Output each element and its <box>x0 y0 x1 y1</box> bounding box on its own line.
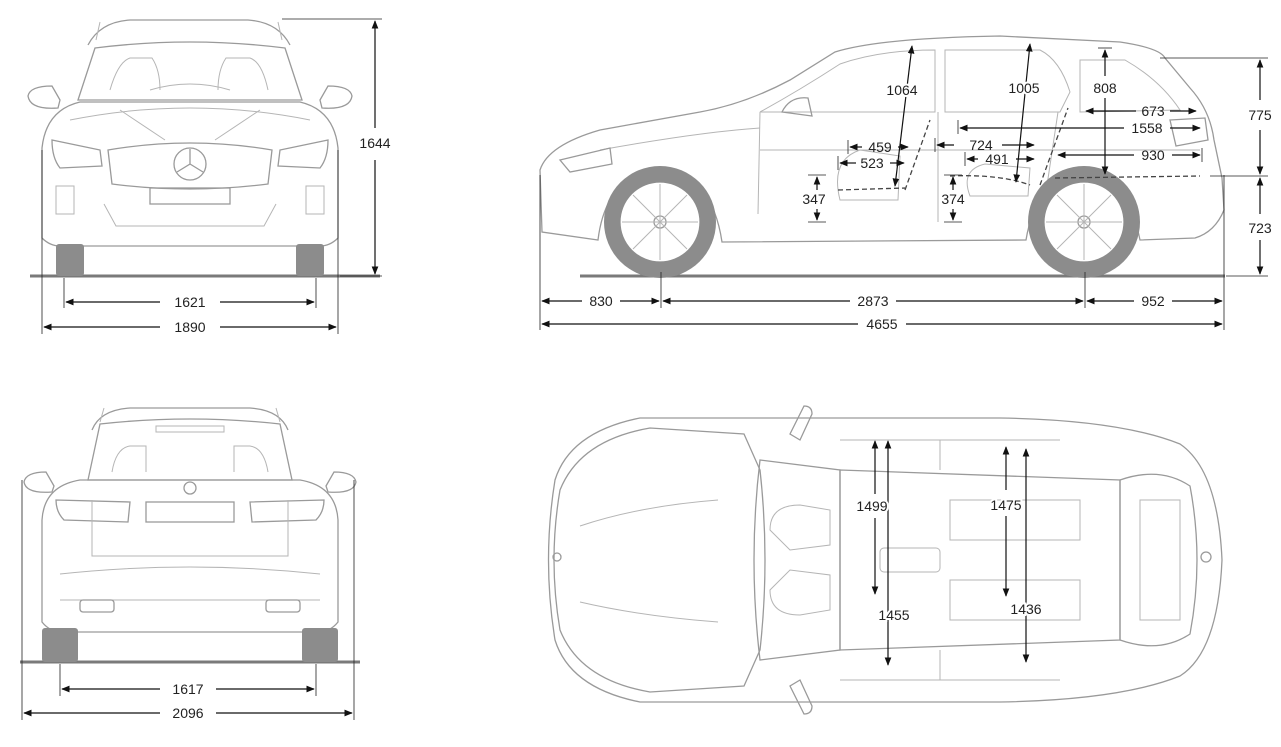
roof-above-sill-label: 775 <box>1248 107 1272 123</box>
hip-rear-label: 1436 <box>1010 601 1041 617</box>
top-car-outline <box>547 405 1223 715</box>
shoulder-rear-label: 1475 <box>990 497 1021 513</box>
cargo-floor-length-label: 930 <box>1141 147 1165 163</box>
legroom-front-b-label: 523 <box>860 155 884 171</box>
front-track-label: 1621 <box>174 294 205 310</box>
side-view: 830 2873 952 4655 775 723 1064 1005 808 <box>539 35 1272 332</box>
height-label: 1644 <box>359 135 390 151</box>
seat-height-front-label: 347 <box>802 191 826 207</box>
legroom-front-a-label: 459 <box>868 139 892 155</box>
length-label: 4655 <box>866 316 897 332</box>
side-car-outline <box>539 35 1225 278</box>
rear-view: 1617 2096 <box>20 407 360 721</box>
front-car-outline <box>27 19 380 278</box>
cargo-height-label: 808 <box>1093 80 1117 96</box>
hip-front-label: 1455 <box>878 607 909 623</box>
cargo-length-short-label: 673 <box>1141 103 1165 119</box>
front-overhang-label: 830 <box>589 293 613 309</box>
legroom-rear-a-label: 724 <box>969 137 993 153</box>
headroom-front-label: 1064 <box>886 82 917 98</box>
rear-car-outline <box>20 407 360 664</box>
top-view: 1499 1455 1475 1436 <box>547 405 1223 715</box>
headroom-rear-label: 1005 <box>1008 80 1039 96</box>
width-mirrors-label: 2096 <box>172 705 203 721</box>
rear-track-label: 1617 <box>172 681 203 697</box>
rear-overhang-label: 952 <box>1141 293 1165 309</box>
seat-height-rear-label: 374 <box>941 191 965 207</box>
wheelbase-label: 2873 <box>857 293 888 309</box>
front-width-label: 1890 <box>174 319 205 335</box>
legroom-rear-b-label: 491 <box>985 151 1009 167</box>
front-view: 1621 1890 1644 <box>27 18 391 335</box>
sill-height-label: 723 <box>1248 220 1272 236</box>
cargo-length-long-label: 1558 <box>1131 120 1162 136</box>
shoulder-front-label: 1499 <box>856 498 887 514</box>
